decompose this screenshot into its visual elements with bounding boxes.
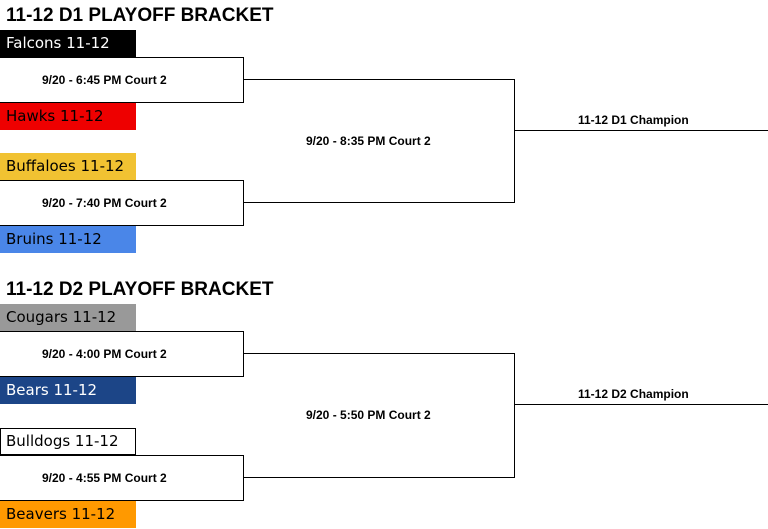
d2-champion-line [514, 404, 768, 405]
d1-game2-label: 9/20 - 7:40 PM Court 2 [42, 196, 167, 210]
d2-champion-label: 11-12 D2 Champion [578, 387, 689, 401]
d2-final-top-line [243, 353, 515, 354]
d1-bracket-title: 11-12 D1 PLAYOFF BRACKET [6, 5, 274, 26]
d2-game1-bottom-line [0, 376, 244, 377]
d2-bracket-title: 11-12 D2 PLAYOFF BRACKET [6, 279, 274, 300]
d1-champion-line [514, 130, 768, 131]
d2-game2-label: 9/20 - 4:55 PM Court 2 [42, 471, 167, 485]
d2-final-right-line [514, 353, 515, 478]
d1-game2-bottom-line [0, 225, 244, 226]
d2-final-label: 9/20 - 5:50 PM Court 2 [306, 408, 431, 422]
d1-game1-bottom-line [0, 102, 244, 103]
d1-final-top-line [243, 79, 515, 80]
d2-game2-bottom-line [0, 500, 244, 501]
d2-final-bottom-line [243, 477, 515, 478]
d2-game2-right-line [243, 455, 244, 501]
d1-game2-top-line [0, 180, 244, 181]
d2-game1-right-line [243, 331, 244, 377]
d1-final-right-line [514, 79, 515, 203]
team-buffaloes: Buffaloes 11-12 [0, 153, 136, 180]
team-falcons: Falcons 11-12 [0, 30, 136, 57]
d1-final-label: 9/20 - 8:35 PM Court 2 [306, 134, 431, 148]
d1-game2-right-line [243, 180, 244, 226]
team-bulldogs: Bulldogs 11-12 [0, 428, 136, 455]
d2-game1-label: 9/20 - 4:00 PM Court 2 [42, 347, 167, 361]
team-hawks: Hawks 11-12 [0, 103, 136, 130]
d1-final-bottom-line [243, 202, 515, 203]
d2-game2-top-line [0, 455, 244, 456]
d2-game1-top-line [0, 331, 244, 332]
team-bruins: Bruins 11-12 [0, 226, 136, 253]
team-cougars: Cougars 11-12 [0, 304, 136, 331]
d1-game1-top-line [0, 57, 244, 58]
team-beavers: Beavers 11-12 [0, 501, 136, 528]
team-bears: Bears 11-12 [0, 377, 136, 404]
d1-game1-right-line [243, 57, 244, 103]
d1-champion-label: 11-12 D1 Champion [578, 113, 689, 127]
d1-game1-label: 9/20 - 6:45 PM Court 2 [42, 73, 167, 87]
